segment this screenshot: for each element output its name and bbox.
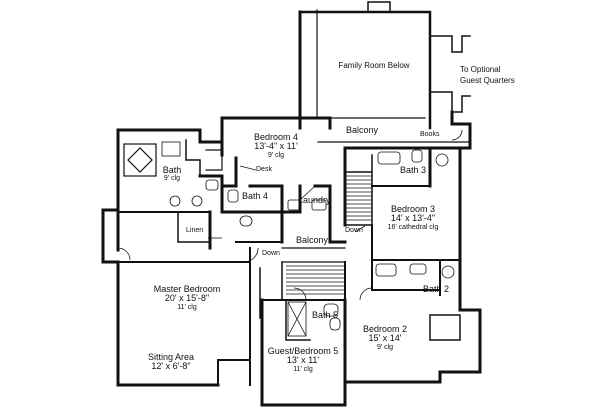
bedroom3-label: Bedroom 3 14' x 13'-4" 16' cathedral clg (387, 204, 439, 231)
family-room-label: Family Room Below (338, 61, 410, 70)
balcony-center-label: Balcony (296, 235, 329, 245)
master-bath-name: Bath (162, 165, 182, 175)
family-room-name: Family Room Below (338, 61, 410, 70)
guest-quarters-line1: To Optional (460, 65, 501, 74)
bedroom2-dim: 15' x 14' (368, 333, 402, 344)
bath4-label: Bath 4 (242, 191, 269, 201)
bedroom4-name: Bedroom 4 (253, 132, 299, 142)
bedroom4-label: Bedroom 4 13'-4" x 11' 9' clg (253, 132, 299, 159)
bedroom4-clg: 9' clg (267, 151, 285, 159)
master-bedroom-name: Master Bedroom (153, 284, 221, 294)
master-bath-clg: 9' clg (163, 175, 181, 183)
bath5-label: Bath 5 (312, 310, 339, 320)
books-label: Books (420, 131, 440, 138)
bedroom2-label: Bedroom 2 15' x 14' 9' clg (362, 324, 408, 351)
guest-quarters-label: To Optional Guest Quarters (460, 66, 515, 85)
guest-bedroom5-clg: 11' clg (293, 365, 313, 373)
balcony-upper-label: Balcony (346, 125, 379, 135)
down-right-label: Down (345, 227, 363, 234)
master-bedroom-label: Master Bedroom 20' x 15'-8" 11' clg (153, 284, 221, 311)
sitting-area-label: Sitting Area 12' x 6'-8" (147, 352, 195, 372)
bath2-label: Bath 2 (423, 284, 450, 294)
laundry-label: Laundry (298, 195, 331, 205)
master-bath-label: Bath 9' clg (162, 165, 182, 183)
bath3-label: Bath 3 (400, 165, 427, 175)
bedroom4-dim: 13'-4" x 11' (254, 141, 298, 152)
bedroom3-dim: 14' x 13'-4" (390, 213, 436, 224)
bedroom2-name: Bedroom 2 (362, 324, 408, 334)
linen-label: Linen (186, 227, 204, 234)
guest-bedroom5-name: Guest/Bedroom 5 (267, 346, 339, 356)
desk-label: Desk (256, 166, 272, 173)
master-bedroom-dim: 20' x 15'-8" (164, 293, 210, 304)
bedroom3-name: Bedroom 3 (390, 204, 436, 214)
down-center-label: Down (262, 250, 280, 257)
guest-bedroom5-dim: 13' x 11' (286, 355, 320, 366)
guest-quarters-line2: Guest Quarters (460, 76, 515, 85)
master-bedroom-clg: 11' clg (177, 303, 197, 311)
bedroom3-clg: 16' cathedral clg (387, 223, 439, 231)
guest-bedroom5-label: Guest/Bedroom 5 13' x 11' 11' clg (267, 346, 339, 373)
bedroom2-clg: 9' clg (376, 343, 394, 351)
sitting-area-name: Sitting Area (147, 352, 195, 362)
sitting-area-dim: 12' x 6'-8" (151, 361, 191, 372)
